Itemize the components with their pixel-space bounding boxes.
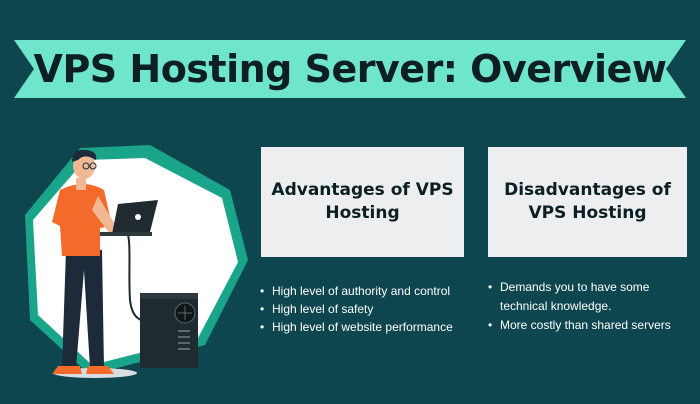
list-item: Demands you to have some technical knowl… bbox=[486, 278, 698, 316]
illustration bbox=[0, 120, 260, 400]
title-banner: VPS Hosting Server: Overview bbox=[14, 40, 686, 98]
laptop-icon bbox=[100, 200, 158, 236]
advantages-card: Advantages of VPS Hosting bbox=[261, 147, 464, 257]
ribbon-shape bbox=[14, 40, 686, 98]
disadvantages-card: Disadvantages of VPS Hosting bbox=[488, 147, 687, 257]
disadvantages-list: Demands you to have some technical knowl… bbox=[486, 278, 698, 335]
list-item: High level of website performance bbox=[258, 318, 473, 336]
advantages-list: High level of authority and control High… bbox=[258, 282, 473, 336]
page-title: VPS Hosting Server: Overview bbox=[33, 47, 667, 91]
list-item: High level of safety bbox=[258, 300, 473, 318]
list-item: More costly than shared servers bbox=[486, 316, 698, 335]
disadvantages-heading: Disadvantages of VPS Hosting bbox=[504, 180, 671, 223]
server-tower-icon bbox=[140, 293, 198, 368]
person-figure bbox=[52, 149, 130, 374]
advantages-heading: Advantages of VPS Hosting bbox=[271, 180, 454, 223]
list-item: High level of authority and control bbox=[258, 282, 473, 300]
